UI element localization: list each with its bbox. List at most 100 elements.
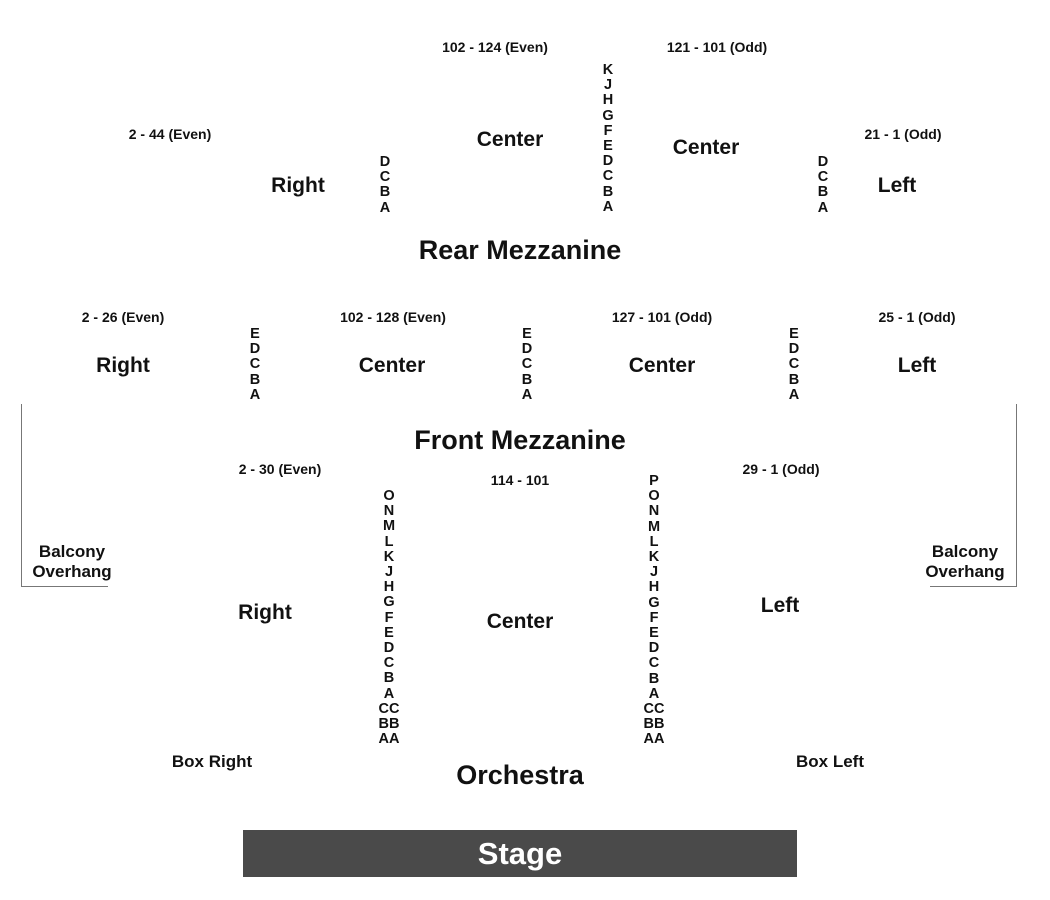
row-label: E [522,326,532,342]
overhang-right-line [1016,404,1017,587]
front-mezz-right-range: 2 - 26 (Even) [81,309,165,325]
overhang-right-base [930,586,1017,587]
row-label: E [789,326,799,342]
row-label: B [521,371,533,388]
row-label: E [603,138,613,155]
overhang-left-base [21,586,108,587]
row-label: N [383,503,395,520]
row-label: C [817,169,829,186]
row-label: A [788,386,800,403]
row-label: A [817,199,829,216]
orchestra-left-aisle-rows: O N M L K J H G F E D C B A CC BB AA [378,488,400,748]
overhang-line2: Overhang [925,562,1005,581]
rear-mezz-center-right-range: 121 - 101 (Odd) [666,39,768,55]
orchestra-right-range: 2 - 30 (Even) [238,461,322,477]
row-label: E [384,624,394,641]
row-label: E [649,625,659,642]
row-label: B [383,670,395,687]
orchestra-left-range: 29 - 1 (Odd) [742,461,820,477]
row-label: F [384,609,394,626]
row-label: P [649,473,659,489]
overhang-line1: Balcony [38,542,106,561]
stage: Stage [243,830,797,877]
front-mezz-right-section[interactable]: Right [96,354,150,377]
row-label: BB [378,716,400,733]
front-mezz-center-b-range: 127 - 101 (Odd) [611,309,713,325]
row-label: E [250,326,260,342]
rear-mezz-center-left-range: 102 - 124 (Even) [442,39,548,55]
row-label: O [648,488,660,505]
front-mezzanine-title: Front Mezzanine [414,425,626,455]
row-label: C [379,169,391,186]
row-label: J [649,564,659,581]
balcony-overhang-right: Balcony Overhang [925,542,1004,582]
row-label: B [379,184,391,201]
row-label: G [602,107,614,124]
rear-mezz-center-a-section[interactable]: Center [476,128,544,151]
overhang-line2: Overhang [32,562,112,581]
row-label: A [521,386,533,403]
rear-mezz-center-rows: K J H G F E D C B A [602,62,614,215]
row-label: O [383,488,395,504]
box-right[interactable]: Box Right [171,752,253,771]
row-label: AA [643,731,665,748]
row-label: J [603,77,613,94]
row-label: C [249,356,261,373]
row-label: CC [378,700,400,717]
row-label: F [603,122,613,139]
front-mezz-center-a-section[interactable]: Center [358,354,426,377]
orchestra-title: Orchestra [456,760,584,790]
orchestra-center-range: 114 - 101 [490,472,550,488]
row-label: C [788,356,800,373]
row-label: H [383,579,395,596]
row-label: B [817,184,829,201]
orchestra-center-section[interactable]: Center [486,610,554,633]
rear-mezz-right-section[interactable]: Right [271,174,325,197]
row-label: D [249,341,261,358]
row-label: B [788,371,800,388]
row-label: F [649,609,659,626]
row-label: A [249,386,261,403]
front-mezz-center-b-section[interactable]: Center [628,354,696,377]
row-label: B [249,371,261,388]
rear-mezz-center-b-section[interactable]: Center [672,136,740,159]
row-label: C [383,655,395,672]
rear-mezz-left-section[interactable]: Left [877,174,917,197]
row-label: H [602,92,614,109]
row-label: L [384,533,394,550]
overhang-line1: Balcony [931,542,999,561]
overhang-left-line [21,404,22,587]
row-label: M [382,518,396,535]
rear-mezz-left-rows: D C B A [817,154,829,216]
row-label: CC [643,701,665,718]
row-label: D [521,341,533,358]
orchestra-right-section[interactable]: Right [238,601,292,624]
front-mezz-rows-3: E D C B A [788,326,800,403]
row-label: A [383,685,395,702]
front-mezz-rows-1: E D C B A [249,326,261,403]
rear-mezz-right-rows: D C B A [379,154,391,216]
row-label: C [602,168,614,185]
front-mezz-left-section[interactable]: Left [897,354,937,377]
row-label: N [648,503,660,520]
rear-mezz-right-range: 2 - 44 (Even) [128,126,212,142]
row-label: D [648,640,660,657]
rear-mezz-left-range: 21 - 1 (Odd) [864,126,942,142]
row-label: AA [378,731,400,748]
row-label: D [817,154,829,170]
balcony-overhang-left: Balcony Overhang [32,542,111,582]
row-label: D [788,341,800,358]
row-label: D [379,154,391,170]
row-label: K [602,62,614,78]
orchestra-right-aisle-rows: P O N M L K J H G F E D C B A CC BB AA [643,473,665,748]
row-label: BB [643,716,665,733]
box-left[interactable]: Box Left [796,752,864,771]
row-label: K [648,549,660,566]
row-label: B [648,670,660,687]
row-label: A [379,199,391,216]
row-label: C [521,356,533,373]
orchestra-left-section[interactable]: Left [760,594,800,617]
row-label: A [602,198,614,215]
row-label: H [648,579,660,596]
rear-mezzanine-title: Rear Mezzanine [418,235,622,265]
